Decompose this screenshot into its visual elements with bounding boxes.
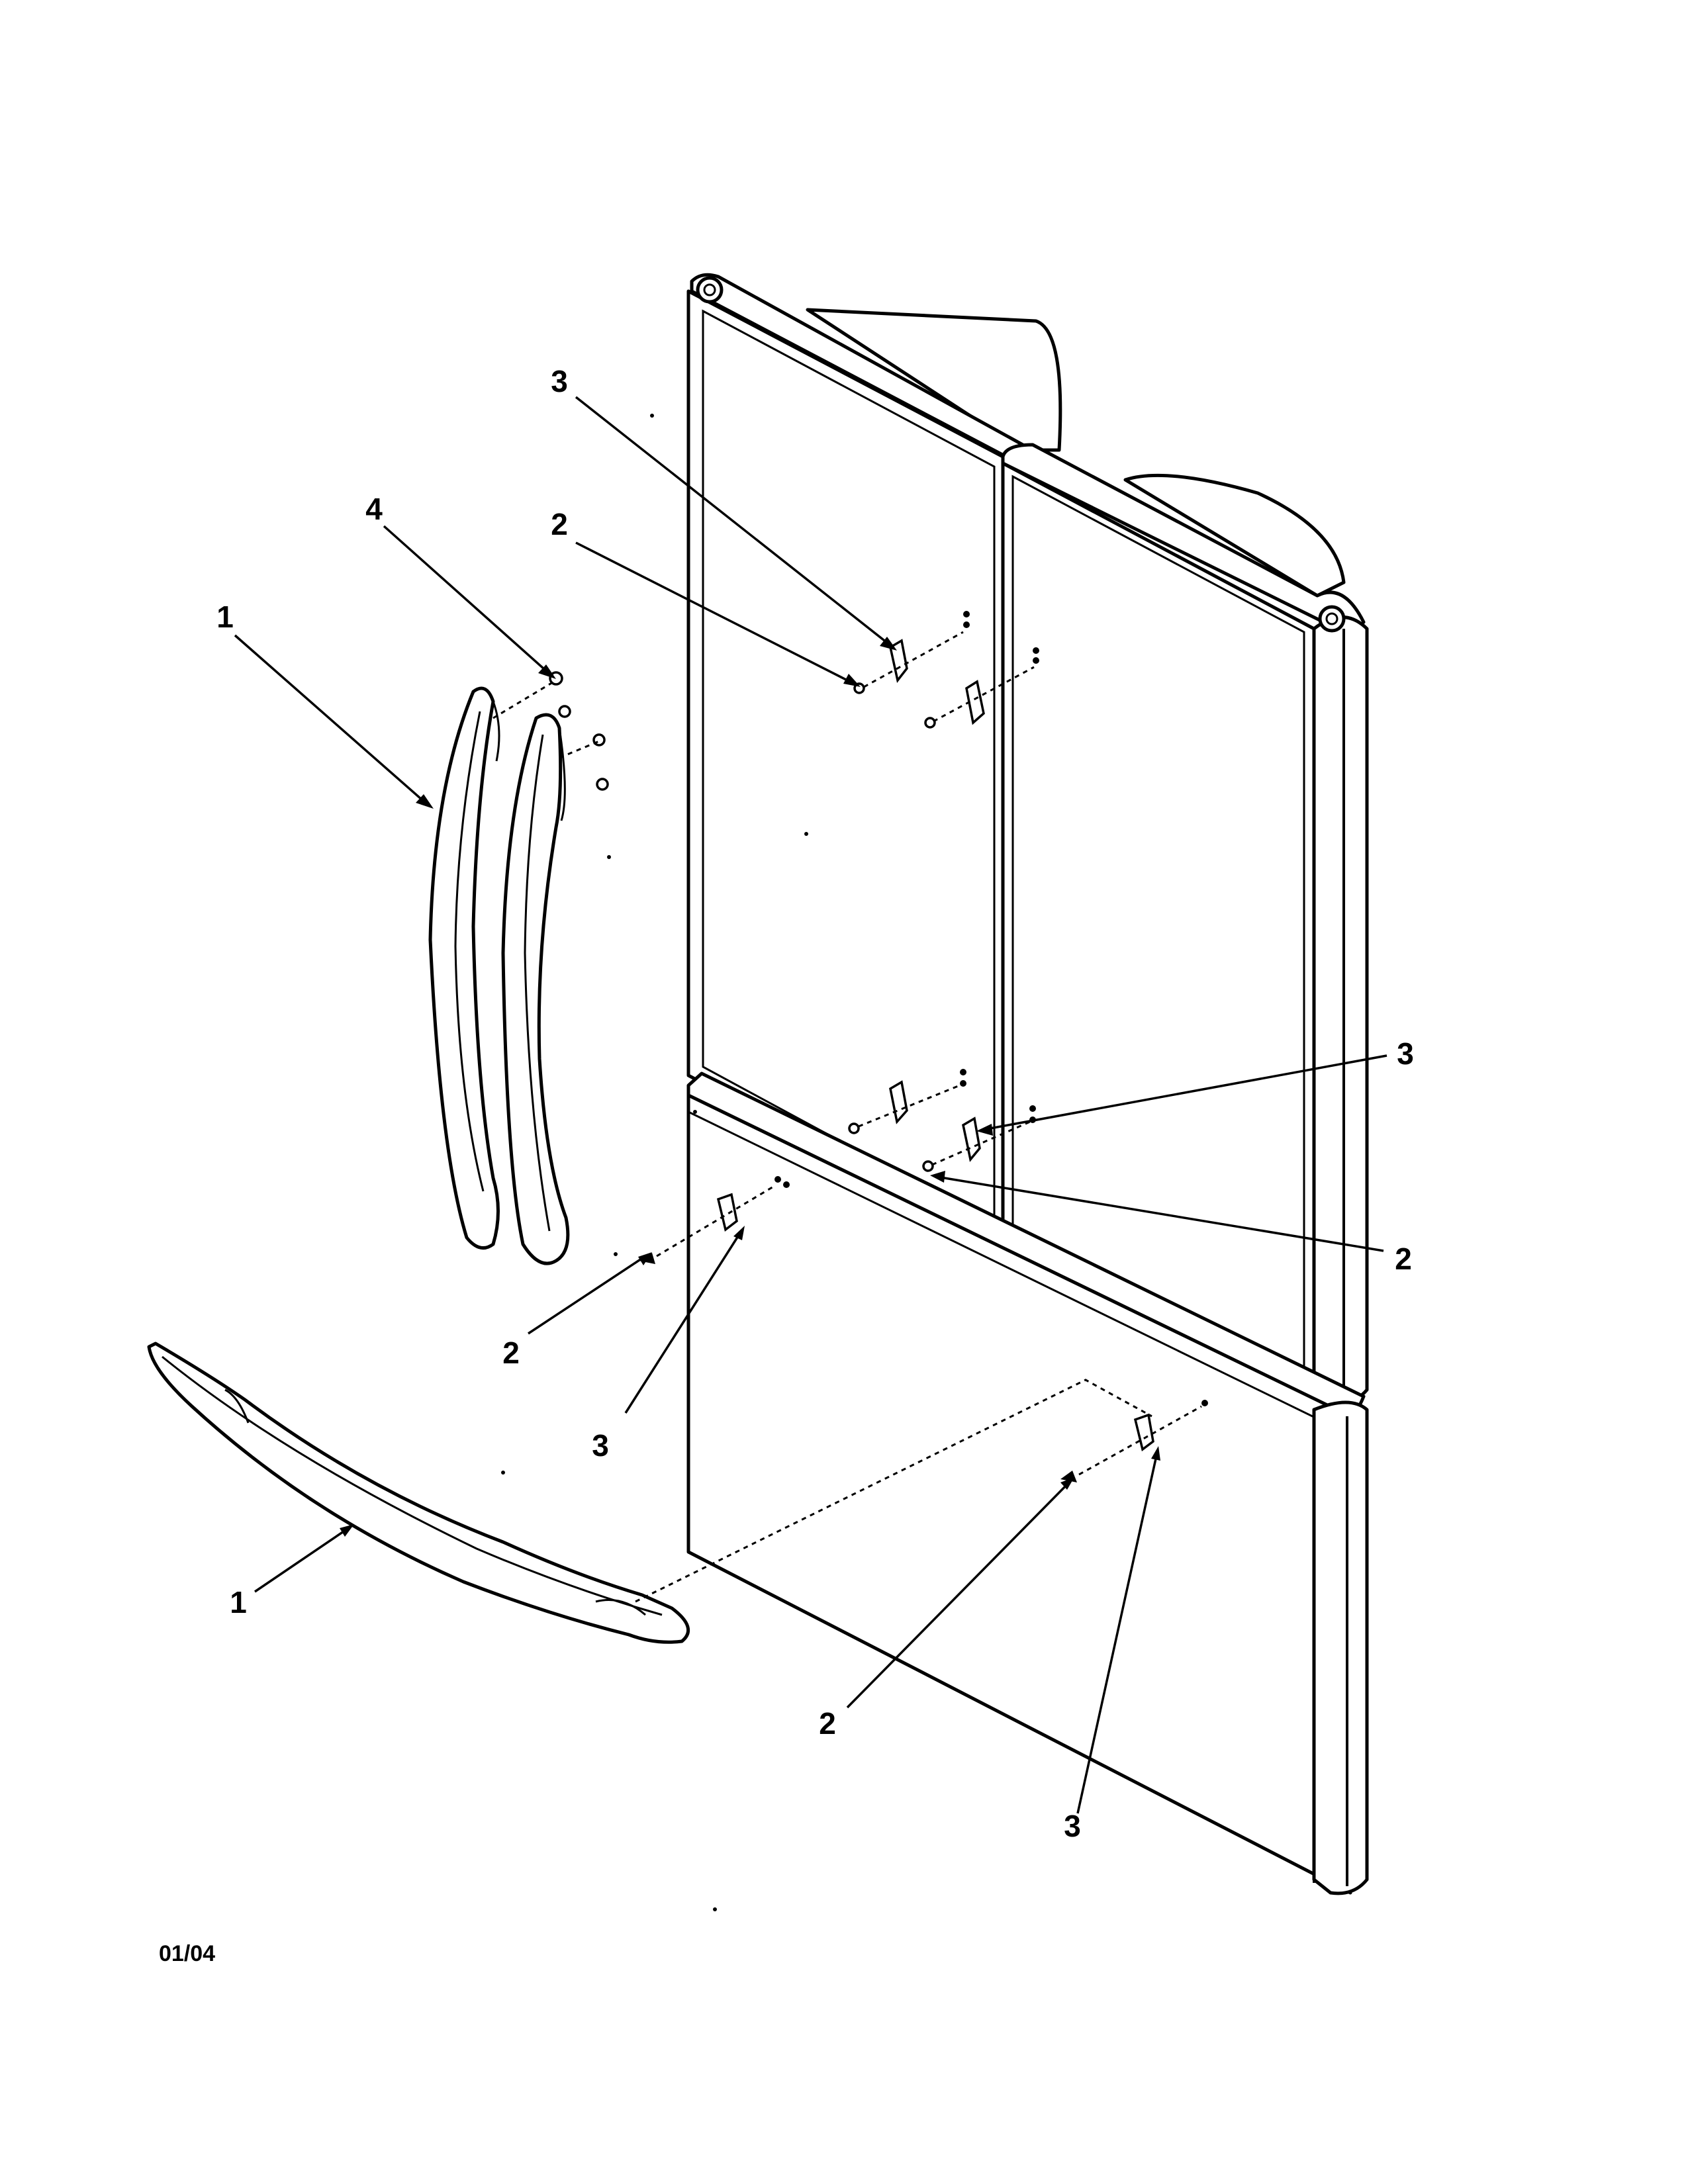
- bracket-clip-icon: [889, 639, 908, 684]
- screw-icon: [848, 1122, 860, 1134]
- callout-4: 4: [365, 492, 383, 526]
- right-door-panel: [1001, 443, 1369, 1406]
- bracket-clip-icon: [965, 680, 985, 725]
- callout-1-lower-handle: 1: [230, 1585, 247, 1619]
- callout-3-bottom: 3: [1064, 1809, 1081, 1843]
- callout-2-right: 2: [1395, 1242, 1412, 1276]
- bushing-icon: [558, 705, 571, 718]
- callout-3-right: 3: [1397, 1036, 1414, 1071]
- right-door-handle: [501, 713, 570, 1265]
- left-door-panel: [686, 273, 1062, 1243]
- callout-1-upper-handle: 1: [216, 600, 234, 634]
- upper-right-mounting-hardware: [924, 647, 1039, 729]
- callout-2-top: 2: [551, 507, 568, 541]
- hinge-pin-icon: [1318, 605, 1346, 633]
- screw-icon: [924, 717, 936, 729]
- bracket-clip-icon: [716, 1193, 738, 1232]
- callout-2-bottom: 2: [819, 1706, 836, 1741]
- callout-3-top: 3: [551, 364, 568, 398]
- drawing-code: 01/04: [159, 1941, 215, 1966]
- bracket-clip-icon: [1133, 1413, 1154, 1451]
- hinge-pin-icon: [696, 276, 724, 304]
- lower-door-mounting-hardware: [848, 1069, 1036, 1172]
- screw-icon: [922, 1160, 934, 1172]
- callout-2-left: 2: [502, 1336, 520, 1370]
- handle-alignment-line: [635, 1379, 1152, 1603]
- bushing-icon: [596, 778, 609, 791]
- freezer-drawer-panel: [686, 1071, 1369, 1895]
- leader-lines: [234, 396, 1387, 1814]
- upper-left-mounting-hardware: [853, 611, 970, 694]
- handle-bushings: [492, 671, 609, 791]
- left-door-handle: [428, 686, 500, 1250]
- reference-dots: [501, 414, 808, 1911]
- callout-3-left: 3: [592, 1428, 609, 1463]
- freezer-drawer-handle: [147, 1342, 690, 1644]
